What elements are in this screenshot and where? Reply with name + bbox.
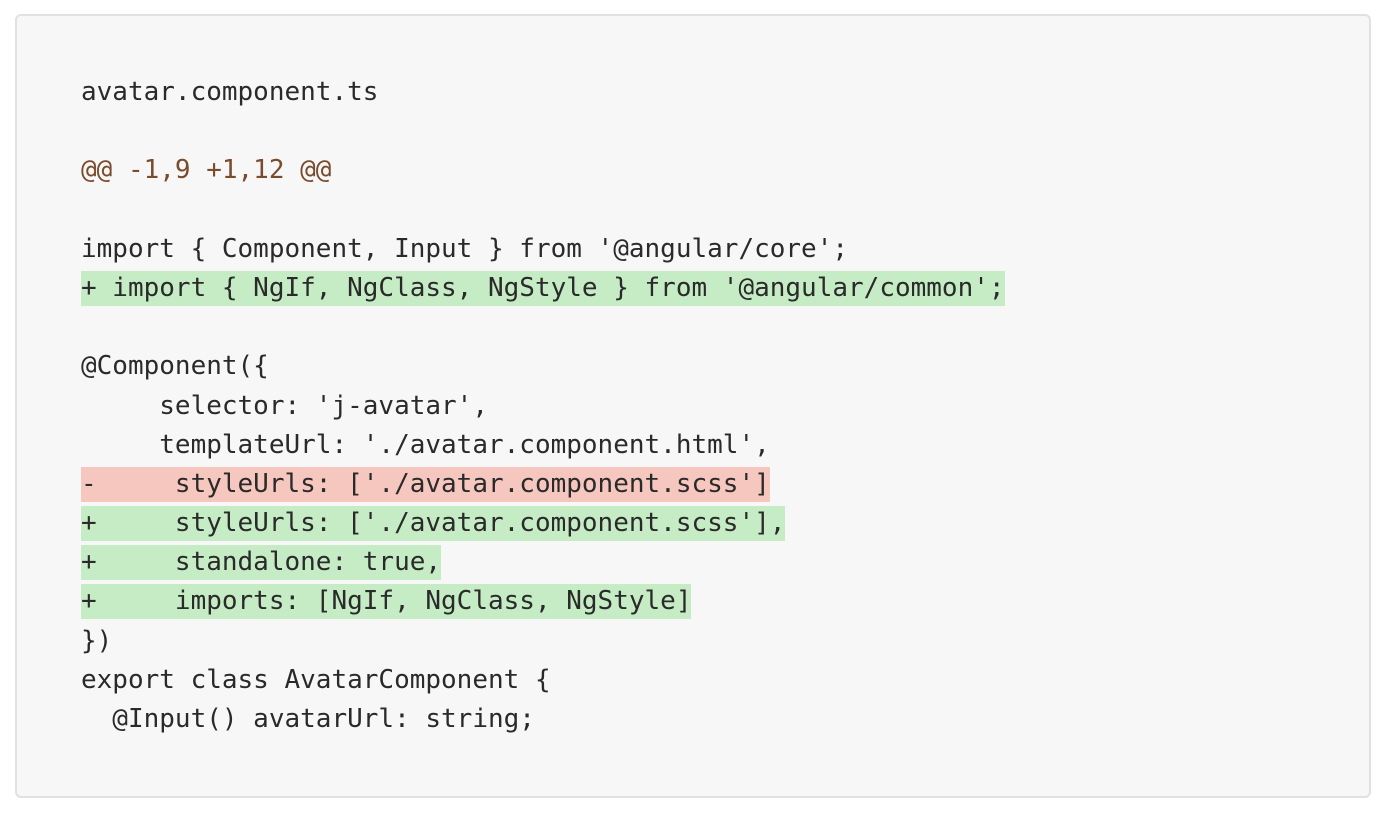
line-text: + styleUrls: ['./avatar.component.scss']… <box>81 506 786 542</box>
line-text: @Component({ <box>81 351 269 382</box>
line-text: templateUrl: './avatar.component.html', <box>81 429 770 460</box>
context-line: selector: 'j-avatar', <box>81 387 1005 426</box>
diff-code: avatar.component.ts @@ -1,9 +1,12 @@ imp… <box>81 73 1005 739</box>
context-line: import { Component, Input } from '@angul… <box>81 230 1005 269</box>
added-line: + import { NgIf, NgClass, NgStyle } from… <box>81 269 1005 308</box>
line-text: selector: 'j-avatar', <box>81 390 488 421</box>
line-text: + standalone: true, <box>81 545 442 581</box>
context-line: @Input() avatarUrl: string; <box>81 700 1005 739</box>
blank-line <box>81 191 1005 230</box>
removed-line: - styleUrls: ['./avatar.component.scss'] <box>81 465 1005 504</box>
file-name: avatar.component.ts <box>81 77 379 107</box>
context-line: export class AvatarComponent { <box>81 661 1005 700</box>
context-line: @Component({ <box>81 347 1005 386</box>
line-text: + imports: [NgIf, NgClass, NgStyle] <box>81 584 692 620</box>
blank-line <box>81 308 1005 347</box>
line-text: @Input() avatarUrl: string; <box>81 704 535 734</box>
blank-line <box>81 112 1005 151</box>
line-text: + import { NgIf, NgClass, NgStyle } from… <box>81 270 1005 306</box>
added-line: + imports: [NgIf, NgClass, NgStyle] <box>81 582 1005 621</box>
line-text: import { Component, Input } from '@angul… <box>81 233 849 264</box>
added-line: + styleUrls: ['./avatar.component.scss']… <box>81 504 1005 543</box>
diff-lines: import { Component, Input } from '@angul… <box>81 230 1005 739</box>
diff-panel: avatar.component.ts @@ -1,9 +1,12 @@ imp… <box>15 14 1371 798</box>
context-line: templateUrl: './avatar.component.html', <box>81 426 1005 465</box>
context-line: }) <box>81 622 1005 661</box>
added-line: + standalone: true, <box>81 543 1005 582</box>
hunk-header: @@ -1,9 +1,12 @@ <box>81 155 332 186</box>
line-text: }) <box>81 625 113 656</box>
line-text: export class AvatarComponent { <box>81 664 551 695</box>
line-text: - styleUrls: ['./avatar.component.scss'] <box>81 466 770 502</box>
